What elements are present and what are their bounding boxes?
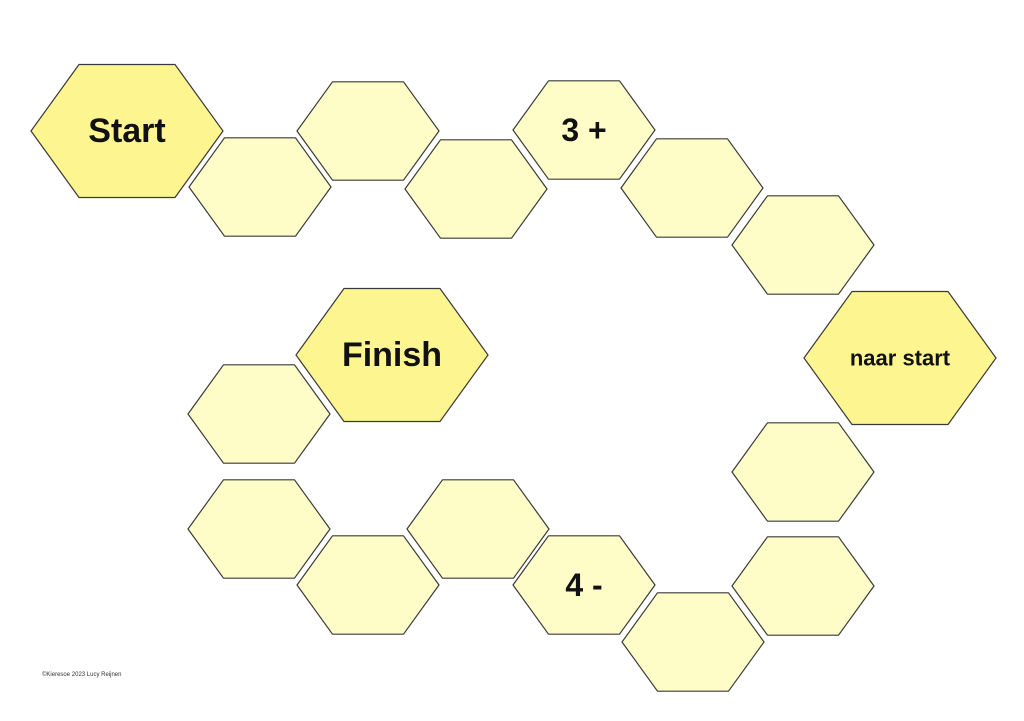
tile-label: naar start	[850, 346, 951, 371]
hex-tile-shape	[406, 479, 550, 579]
tile-3: 3 +	[512, 80, 656, 180]
hex-tile-shape	[731, 195, 875, 295]
hex-tile-shape	[512, 80, 656, 180]
board-tile	[296, 535, 440, 635]
board-tile	[620, 138, 764, 238]
hex-tile-shape	[187, 479, 331, 579]
board-tile	[187, 364, 331, 464]
tile-start: Start	[30, 63, 224, 199]
copyright-text: ©Kieresoe 2023 Lucy Reijnen	[42, 672, 122, 678]
hex-tile-shape	[621, 592, 765, 692]
board-tile	[731, 422, 875, 522]
hex-tile-shape	[731, 536, 875, 636]
tile-4: 4 -	[512, 535, 656, 635]
board-tile	[404, 139, 548, 239]
tile-finish: Finish	[295, 287, 489, 423]
hex-tile-shape	[296, 81, 440, 181]
tile-label: Start	[88, 112, 165, 150]
hex-tile-shape	[620, 138, 764, 238]
tile-label: 3 +	[561, 112, 606, 148]
board-tile	[188, 137, 332, 237]
hex-tile-shape	[187, 364, 331, 464]
tile-naar-start: naar start	[803, 290, 997, 426]
hex-tile-shape	[731, 422, 875, 522]
tile-label: Finish	[342, 336, 442, 374]
hex-tile-shape	[803, 290, 997, 426]
hex-tile-shape	[295, 287, 489, 423]
hex-tile-shape	[30, 63, 224, 199]
board-tile	[296, 81, 440, 181]
board-tile	[731, 536, 875, 636]
board-tile	[731, 195, 875, 295]
hex-tile-shape	[512, 535, 656, 635]
tile-label: 4 -	[565, 567, 602, 603]
hex-tile-shape	[296, 535, 440, 635]
hex-tile-shape	[404, 139, 548, 239]
board-tile	[406, 479, 550, 579]
hex-tile-shape	[188, 137, 332, 237]
board-tile	[187, 479, 331, 579]
board-tile	[621, 592, 765, 692]
